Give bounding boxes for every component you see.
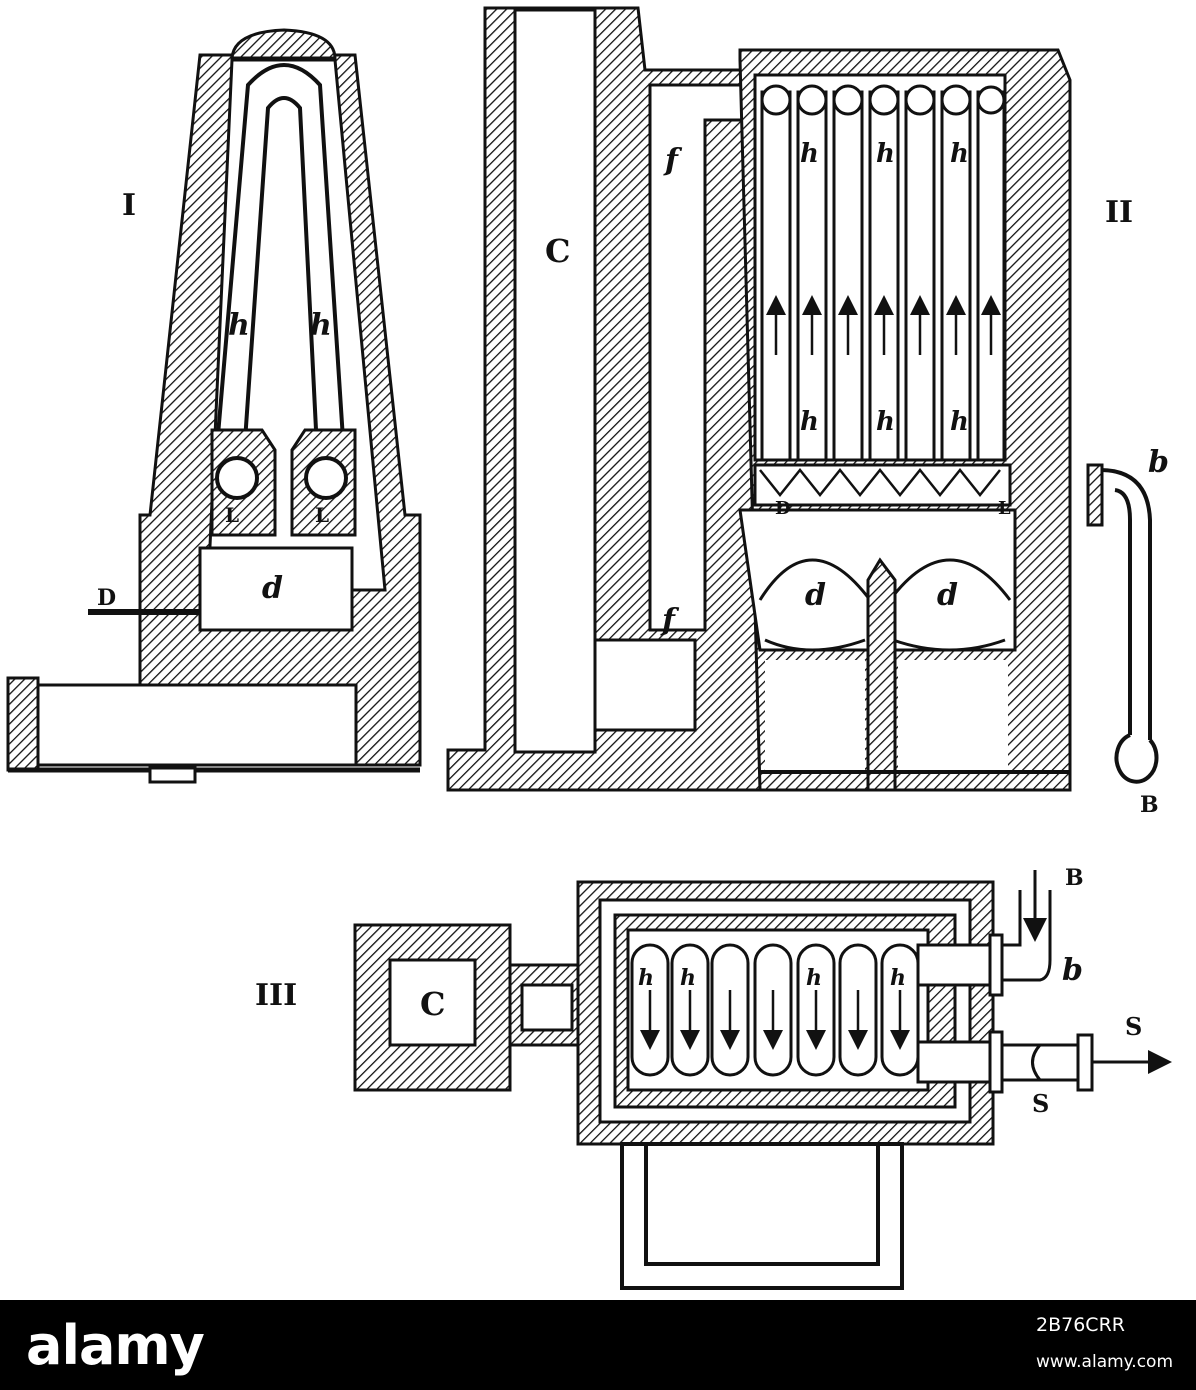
- fig3-label-S-bottom: S: [1032, 1089, 1049, 1118]
- fig2-duct-lower: [593, 638, 697, 732]
- fig3-chimney-flue: [388, 958, 477, 1047]
- fig1-label-L-right: L: [315, 503, 329, 527]
- fig3-label-h4: h: [890, 965, 906, 991]
- fig1-dome: [230, 28, 337, 60]
- fig2-label-h-mid3: h: [950, 407, 969, 437]
- fig1-label-d: d: [262, 571, 283, 606]
- fig2-chimney-flue: [513, 8, 597, 754]
- fig2-label-h-top3: h: [950, 139, 969, 169]
- fig1-label-D: D: [97, 585, 116, 611]
- fig2-divider: [866, 557, 897, 792]
- fig2-label-h-mid2: h: [876, 407, 895, 437]
- fig1-label-h-left: h: [228, 308, 250, 343]
- fig2-label-d-right: d: [937, 578, 958, 613]
- fig3-label-C: C: [420, 985, 445, 1023]
- fig3-pipe-s: [916, 1040, 998, 1084]
- furnace-diagram: I h h L L d D II C f f h h h h h h D L d…: [6, 6, 1172, 1290]
- site-url: www.alamy.com: [1036, 1352, 1174, 1372]
- figure-3: [353, 870, 1172, 1290]
- fig2-label-b: b: [1148, 445, 1169, 480]
- fig3-label-B: B: [1065, 865, 1084, 891]
- fig1-numeral: I: [122, 188, 136, 223]
- image-id: 2B76CRR: [1036, 1314, 1125, 1336]
- fig2-label-h-top1: h: [800, 139, 819, 169]
- fig3-label-h1: h: [638, 965, 654, 991]
- fig2-label-h-mid1: h: [800, 407, 819, 437]
- fig3-label-S-top: S: [1125, 1012, 1142, 1041]
- labels: I h h L L d D II C f f h h h h h h D L d…: [97, 139, 1169, 1118]
- fig2-label-L: L: [998, 498, 1011, 519]
- fig1-u-tube-outer: [213, 63, 347, 471]
- fig1-flue-end: [6, 676, 40, 772]
- fig1-label-L-left: L: [225, 503, 239, 527]
- alamy-logo: alamy: [26, 1314, 205, 1377]
- watermark-bar: alamy 2B76CRR www.alamy.com: [0, 1300, 1196, 1390]
- fig3-serpentine: [630, 943, 920, 1077]
- fig2-label-D: D: [775, 498, 791, 519]
- fig3-pipe-b: [916, 943, 998, 987]
- fig1-pipe-right: [304, 456, 348, 500]
- fig2-label-C: C: [545, 232, 570, 270]
- fig3-label-b: b: [1062, 953, 1083, 988]
- fig2-numeral: II: [1105, 195, 1133, 230]
- fig1-pipe-left: [215, 456, 259, 500]
- fig3-flow-arrows: [640, 990, 910, 1050]
- fig1-u-tube-inner: [241, 96, 320, 471]
- fig3-label-h2: h: [680, 965, 696, 991]
- fig2-label-B: B: [1140, 792, 1159, 818]
- fig1-flue: [36, 683, 358, 767]
- figure-1: [6, 28, 422, 784]
- fig2-label-h-top2: h: [876, 139, 895, 169]
- fig3-numeral: III: [255, 978, 297, 1013]
- fig1-label-h-right: h: [310, 308, 332, 343]
- fig1-firebox: [198, 546, 354, 632]
- fig3-label-h3: h: [806, 965, 822, 991]
- fig2-tubes: [760, 84, 1006, 462]
- fig2-label-d-left: d: [805, 578, 826, 613]
- fig1-base-plate: [148, 766, 197, 784]
- fig2-flow-arrows: [766, 295, 1001, 355]
- figure-2: [446, 6, 1159, 792]
